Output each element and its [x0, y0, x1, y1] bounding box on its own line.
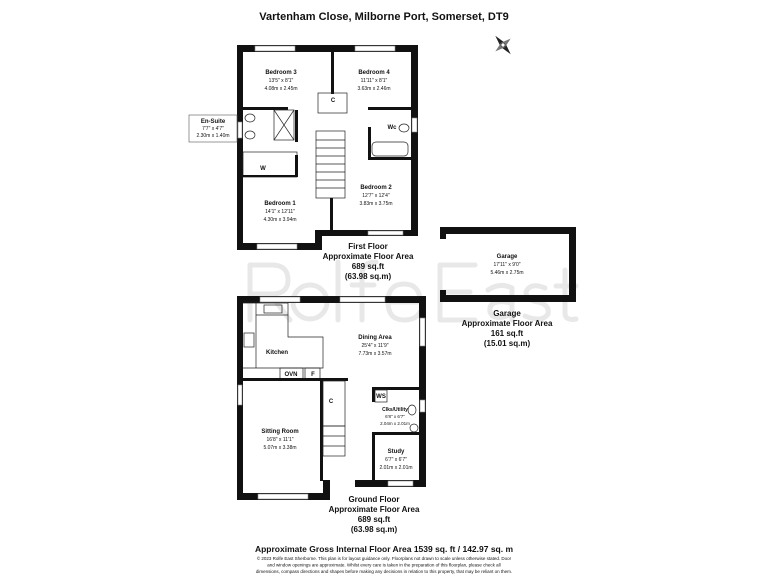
ws-label: WS	[376, 394, 386, 400]
room-dimensions-metric: 7.73m x 3.57m	[358, 351, 391, 357]
room-name: Bedroom 4	[358, 70, 390, 76]
disclaimer-line: © 2023 Rolfe East Sherborne. This plan i…	[257, 555, 512, 561]
floor-name: First Floor	[348, 242, 388, 251]
room-name: En-Suite	[201, 119, 226, 125]
cupboard-label: C	[329, 399, 334, 405]
room-name: Bedroom 1	[264, 201, 296, 207]
disclaimer-line: and window openings are approximate. Whi…	[267, 563, 500, 568]
floor-name: Garage	[493, 309, 521, 318]
room-name: Garage	[497, 254, 518, 260]
room-name: Clks/Utility	[382, 407, 408, 413]
room-dimensions-imperial: 7'7" x 4'7"	[202, 126, 224, 132]
room-dimensions-imperial: 12'7" x 12'4"	[362, 193, 390, 199]
room-name: Bedroom 3	[265, 70, 297, 76]
room-dimensions-metric: 5.46m x 2.75m	[490, 270, 523, 276]
garage-plan: Garage 17'11" x 9'0" 5.46m x 2.75m Garag…	[440, 227, 576, 348]
room-dimensions-imperial: 6'7" x 6'7"	[385, 457, 407, 463]
en-suite-label-box	[188, 114, 238, 143]
room-name: Sitting Room	[261, 429, 298, 435]
room-dimensions-imperial: 17'11" x 9'0"	[493, 262, 520, 268]
floor-area-label: Approximate Floor Area	[329, 505, 420, 514]
floor-area-sqft: 161 sq.ft	[491, 329, 524, 338]
compass-icon	[495, 35, 511, 55]
room-dimensions-metric: 5.07m x 3.38m	[263, 445, 296, 451]
room-dimensions-metric: 4.30m x 3.94m	[263, 217, 296, 223]
oven-label: OVN	[284, 372, 297, 378]
floor-area-sqft: 689 sq.ft	[358, 515, 391, 524]
room-dimensions-imperial: 13'5" x 8'1"	[269, 78, 294, 84]
first-floor-plan: Bedroom 3 13'5" x 8'1" 4.08m x 2.45m Bed…	[188, 45, 418, 281]
fridge-label: F	[311, 372, 315, 378]
room-dimensions-imperial: 6'8" x 6'7"	[385, 414, 405, 419]
room-dimensions-imperial: 14'1" x 12'11"	[265, 209, 295, 215]
disclaimer-line: dimensions, compass directions and shape…	[256, 569, 512, 574]
room-name: Dining Area	[358, 335, 392, 341]
room-name: Study	[388, 449, 405, 455]
wardrobe-label: W	[260, 166, 266, 172]
room-dimensions-metric: 2.30m x 1.40m	[196, 133, 229, 139]
ground-floor-plan: Dining Area 25'4" x 11'9" 7.73m x 3.57m …	[237, 296, 426, 534]
wc-label: Wc	[388, 125, 398, 131]
page-title: Vartenham Close, Milborne Port, Somerset…	[259, 11, 508, 23]
room-name: Kitchen	[266, 350, 288, 356]
floor-area-label: Approximate Floor Area	[323, 252, 414, 261]
floor-area-sqm: (63.98 sq.m)	[351, 525, 398, 534]
room-name: Bedroom 2	[360, 185, 392, 191]
floor-area-sqm: (63.98 sq.m)	[345, 272, 392, 281]
gross-floor-area: Approximate Gross Internal Floor Area 15…	[255, 544, 514, 554]
room-dimensions-imperial: 25'4" x 11'9"	[361, 343, 388, 349]
floor-area-label: Approximate Floor Area	[462, 319, 553, 328]
cupboard-label: C	[331, 98, 336, 104]
room-dimensions-metric: 2.01m x 2.01m	[379, 465, 412, 471]
room-dimensions-metric: 4.08m x 2.45m	[264, 86, 297, 92]
floor-area-sqm: (15.01 sq.m)	[484, 339, 531, 348]
room-dimensions-metric: 3.83m x 3.75m	[359, 201, 392, 207]
watermark-logo	[247, 259, 579, 323]
room-dimensions-imperial: 16'8" x 11'1"	[266, 437, 293, 443]
floor-name: Ground Floor	[348, 495, 399, 504]
floor-area-sqft: 689 sq.ft	[352, 262, 385, 271]
room-dimensions-metric: 3.63m x 2.46m	[357, 86, 390, 92]
room-dimensions-metric: 2.04m x 2.01m	[380, 421, 410, 426]
room-dimensions-imperial: 11'11" x 8'1"	[361, 78, 388, 84]
